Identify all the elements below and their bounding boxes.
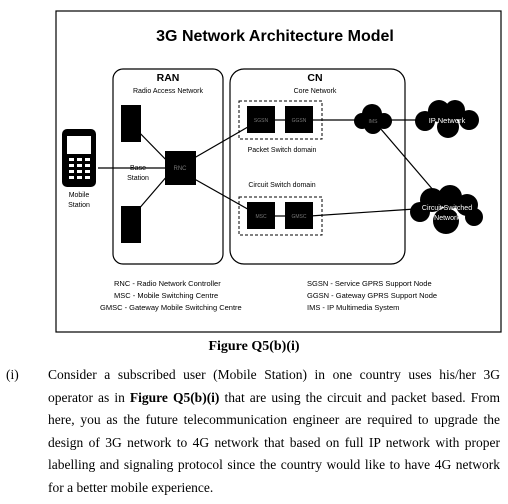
question-text-after: that are using the circuit and packet ba…	[48, 389, 500, 495]
ggsn-node	[285, 106, 313, 133]
ggsn-node-label: GGSN	[292, 118, 307, 124]
question-figure-reference: Figure Q5(b)(i)	[129, 389, 220, 405]
mobile-station-label-2: Station	[68, 202, 90, 209]
question-text-before: Consider a subscribed user (Mobile Stati…	[48, 367, 500, 405]
cn-subtitle: Core Network	[294, 88, 337, 95]
ip-network-cloud	[415, 100, 479, 138]
question-text: Consider a subscribed user (Mobile Stati…	[48, 364, 500, 499]
ims-node-label: IMS	[369, 119, 379, 125]
rnc-node-label: RNC	[174, 166, 188, 172]
ip-network-label: IP Network	[429, 116, 466, 125]
gmsc-node	[285, 202, 313, 229]
link-ims-csn	[379, 127, 441, 199]
gmsc-node-label: GMSC	[292, 214, 307, 220]
circuit-switched-network-label-1: Circuit Switched	[422, 205, 472, 212]
mobile-phone-icon	[62, 129, 96, 187]
circuit-switch-domain-label: Circuit Switch domain	[248, 182, 315, 189]
msc-node	[247, 202, 275, 229]
legend-rnc: RNC - Radio Network Controller	[114, 279, 221, 288]
figure-frame	[55, 10, 502, 333]
cn-title: CN	[307, 72, 322, 84]
circuit-switched-network-cloud	[410, 185, 483, 234]
msc-node-label: MSC	[255, 214, 267, 220]
legend-msc: MSC - Mobile Switching Centre	[114, 291, 218, 300]
rnc-node	[165, 151, 196, 185]
packet-switch-domain-label: Packet Switch domain	[248, 147, 317, 154]
link-gmsc-csn	[309, 208, 416, 217]
legend-gmsc: GMSC - Gateway Mobile Switching Centre	[100, 303, 242, 312]
base-station-label-2: Station	[127, 175, 149, 182]
base-station-label-1: Base	[130, 165, 146, 172]
base-station-top	[121, 105, 141, 142]
figure-caption: Figure Q5(b)(i)	[208, 339, 300, 354]
legend-sgsn: SGSN - Service GPRS Support Node	[307, 279, 432, 288]
cn-box	[229, 68, 406, 265]
mobile-station-label-1: Mobile	[69, 192, 90, 199]
ran-title: RAN	[157, 72, 180, 84]
sgsn-node	[247, 106, 275, 133]
base-station-bottom	[121, 206, 141, 243]
architecture-diagram: 3G Network Architecture Model RAN Radio …	[55, 10, 502, 333]
legend-ggsn: GGSN - Gateway GPRS Support Node	[307, 291, 437, 300]
ran-subtitle: Radio Access Network	[133, 88, 204, 95]
legend-ims: IMS - IP Multimedia System	[307, 303, 399, 312]
question-number: (i)	[6, 367, 19, 382]
circuit-switched-network-label-2: Network	[434, 215, 460, 222]
circuit-switch-group	[238, 196, 323, 236]
ran-box	[112, 68, 224, 265]
diagram-title: 3G Network Architecture Model	[156, 28, 394, 45]
sgsn-node-label: SGSN	[254, 118, 269, 124]
ims-cloud	[354, 104, 392, 134]
